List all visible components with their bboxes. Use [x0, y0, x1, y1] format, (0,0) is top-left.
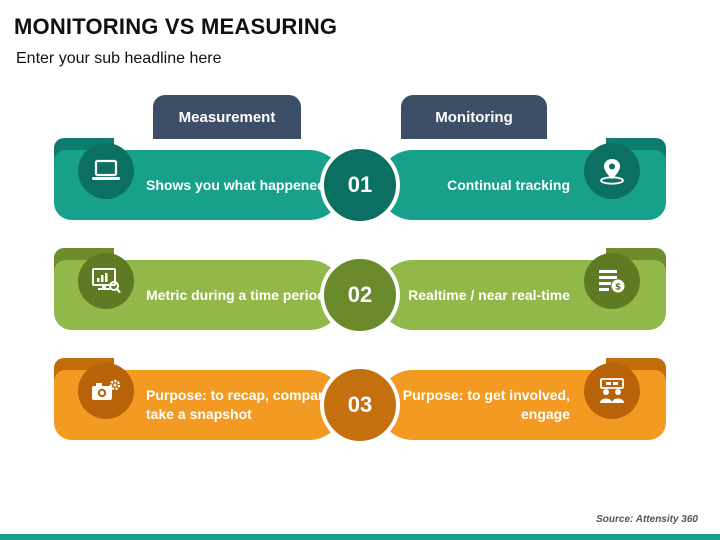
- monitoring-header: Monitoring: [401, 95, 547, 139]
- team-icon: [584, 363, 640, 419]
- location-pin-icon: [584, 143, 640, 199]
- camera-gear-icon: [78, 363, 134, 419]
- monitor-chart-icon: [78, 253, 134, 309]
- page-title: MONITORING VS MEASURING: [14, 14, 338, 39]
- measurement-text: Purpose: to recap, compare, take a snaps…: [146, 387, 336, 422]
- step-number: 02: [320, 255, 400, 335]
- measurement-text: Shows you what happened: [146, 176, 326, 193]
- monitoring-text: Continual tracking: [447, 176, 570, 193]
- dollar-report-icon: $: [584, 253, 640, 309]
- step-number: 03: [320, 365, 400, 445]
- svg-text:$: $: [615, 283, 621, 293]
- measurement-text: Metric during a time period: [146, 286, 326, 303]
- footer-bar: [0, 534, 720, 540]
- monitoring-text: Realtime / near real-time: [408, 286, 570, 303]
- step-number: 01: [320, 145, 400, 225]
- comparison-row-01: Shows you what happened Continual tracki…: [0, 138, 720, 225]
- monitoring-text: Purpose: to get involved, engage: [402, 387, 570, 422]
- source-note: Source: Attensity 360: [596, 514, 698, 525]
- comparison-row-02: Metric during a time period Realtime / n…: [0, 248, 720, 335]
- laptop-icon: [78, 143, 134, 199]
- comparison-row-03: Purpose: to recap, compare, take a snaps…: [0, 358, 720, 445]
- measurement-header: Measurement: [153, 95, 301, 139]
- page-subtitle: Enter your sub headline here: [16, 50, 222, 67]
